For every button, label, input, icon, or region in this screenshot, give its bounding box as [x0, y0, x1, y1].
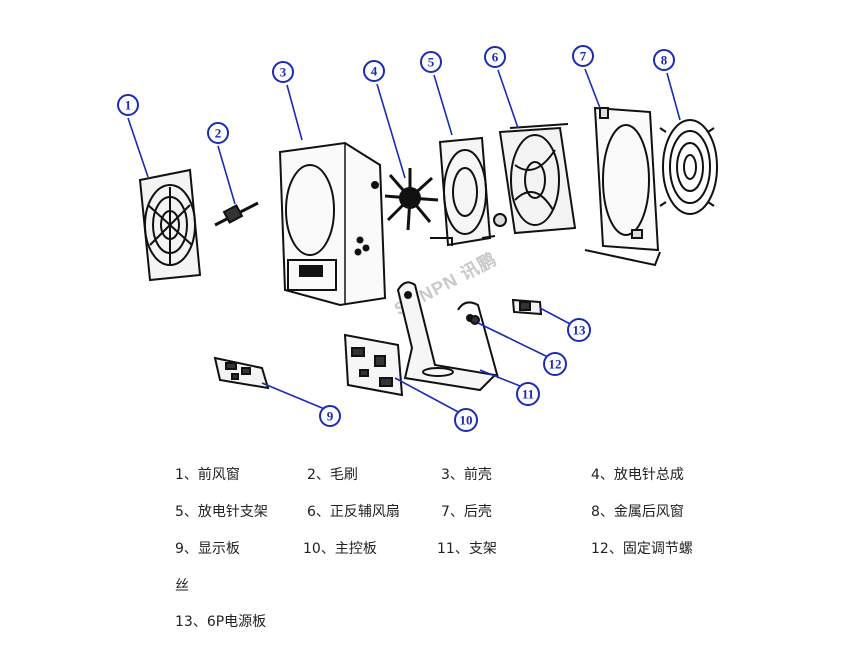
callout-3: 3 [272, 61, 294, 83]
svg-text:13: 13 [573, 323, 587, 338]
exploded-parts-diagram: SONPN 讯鹏 [117, 45, 718, 432]
part-dual-fans [493, 123, 577, 235]
svg-text:1: 1 [125, 98, 132, 113]
legend-item: 13、6P电源板 [175, 614, 267, 630]
callout-11: 11 [516, 382, 540, 406]
callout-8: 8 [653, 49, 675, 71]
callout-10: 10 [454, 408, 478, 432]
part-rear-shell [584, 106, 661, 267]
part-brush [214, 201, 259, 227]
legend-item: 12、固定调节螺 [591, 541, 693, 557]
callout-9: 9 [319, 405, 341, 427]
legend-row-3: 9、显示板 10、主控板 11、支架 12、固定调节螺 [0, 539, 860, 561]
part-6p-power-board [511, 298, 543, 316]
part-stand [396, 281, 499, 392]
legend-item: 3、前壳 [441, 467, 492, 483]
svg-text:3: 3 [280, 65, 287, 80]
svg-text:12: 12 [549, 357, 562, 372]
legend-item: 6、正反辅风扇 [307, 504, 400, 520]
legend-item: 5、放电针支架 [175, 504, 268, 520]
svg-text:11: 11 [522, 387, 534, 402]
callout-7: 7 [572, 45, 594, 67]
svg-text:7: 7 [580, 49, 587, 64]
legend-row-4: 丝 [0, 576, 860, 598]
legend-item: 11、支架 [437, 541, 497, 557]
callouts: 1 2 3 4 5 6 7 8 9 10 11 12 13 [117, 45, 675, 432]
callout-13: 13 [567, 318, 591, 342]
part-discharge-needle-assembly [384, 168, 439, 231]
legend-item: 7、后壳 [441, 504, 492, 520]
callout-6: 6 [484, 46, 506, 68]
legend-item: 10、主控板 [303, 541, 377, 557]
callout-4: 4 [363, 60, 385, 82]
callout-2: 2 [207, 122, 229, 144]
part-main-control-board [343, 333, 404, 397]
part-metal-rear-grille [659, 119, 718, 215]
callout-1: 1 [117, 94, 139, 116]
svg-text:5: 5 [428, 55, 435, 70]
svg-text:4: 4 [371, 64, 378, 79]
legend-row-2: 5、放电针支架 6、正反辅风扇 7、后壳 8、金属后风窗 [0, 502, 860, 524]
svg-text:2: 2 [215, 126, 222, 141]
leader-lines [127, 68, 681, 415]
part-adjust-screw [470, 315, 480, 325]
legend-item: 8、金属后风窗 [591, 504, 684, 520]
part-front-grille [138, 168, 202, 282]
legend-item: 1、前风窗 [175, 467, 240, 483]
legend-item: 4、放电针总成 [591, 467, 684, 483]
legend-row-1: 1、前风窗 2、毛刷 3、前壳 4、放电针总成 [0, 465, 860, 487]
svg-text:6: 6 [492, 50, 499, 65]
part-front-shell [278, 141, 387, 307]
legend-item: 2、毛刷 [307, 467, 358, 483]
legend-item: 9、显示板 [175, 541, 240, 557]
svg-text:8: 8 [661, 53, 668, 68]
legend-item: 丝 [175, 578, 189, 594]
callout-12: 12 [543, 352, 567, 376]
svg-text:9: 9 [327, 409, 334, 424]
callout-5: 5 [420, 51, 442, 73]
part-display-board [213, 356, 270, 390]
legend-row-5: 13、6P电源板 [0, 612, 860, 634]
part-needle-bracket [430, 136, 496, 247]
svg-text:10: 10 [460, 413, 473, 428]
